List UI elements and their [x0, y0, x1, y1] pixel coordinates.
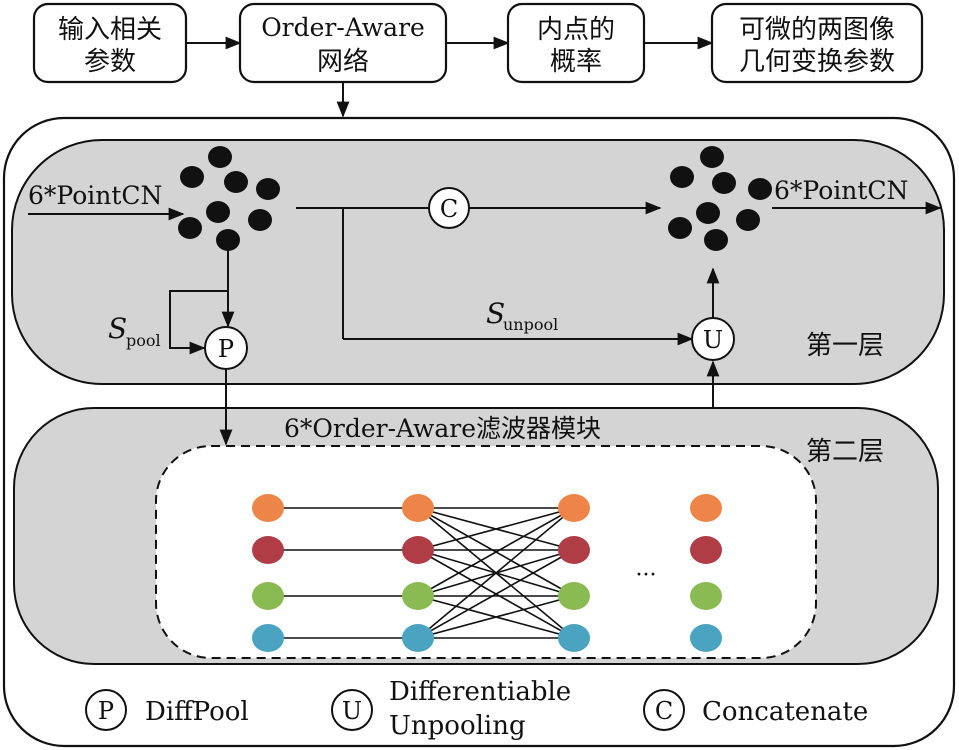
inlier-prob-line2: 概率: [550, 47, 602, 77]
filter-cross-link: [417, 549, 575, 639]
filter-node: [252, 624, 284, 652]
layer1-panel: 6*PointCN C: [11, 139, 945, 385]
concat-node-symbol: C: [440, 195, 458, 223]
s-pool-label: S: [108, 312, 127, 345]
filter-node: [558, 494, 590, 522]
cluster-point: [704, 229, 728, 251]
left-point-cluster: [178, 146, 280, 251]
filter-node: [690, 536, 722, 564]
right-point-cluster: [668, 146, 772, 251]
filter-node: [402, 624, 434, 652]
output-params-box: [710, 2, 924, 84]
cluster-point: [696, 202, 720, 224]
output-params-line2: 几何变换参数: [739, 47, 895, 77]
filter-node: [402, 494, 434, 522]
input-params-line1: 输入相关: [58, 15, 162, 45]
layer1-label: 第一层: [806, 331, 884, 361]
legend-unpool-label-line2: Unpooling: [389, 711, 526, 741]
filter-cross-link: [417, 507, 575, 551]
filter-cross-link: [417, 507, 575, 639]
cluster-point: [700, 146, 724, 168]
filter-node: [252, 494, 284, 522]
legend-concat-symbol: C: [655, 697, 673, 725]
layer2-panel: 6*Order-Aware滤波器模块 第二层 ···: [13, 407, 939, 665]
cluster-point: [180, 166, 204, 188]
s-unpool-subscript: unpool: [503, 315, 558, 334]
filter-node: [690, 624, 722, 652]
cluster-point: [208, 146, 232, 168]
s-pool-subscript: pool: [126, 331, 161, 350]
filter-node: [402, 582, 434, 610]
network-line2: 网络: [317, 47, 369, 77]
top-flow: 输入相关 参数 Order-Aware 网络 内点的 概率 可微的两图像 几何变…: [32, 2, 924, 118]
cluster-point: [712, 172, 736, 194]
s-pool-loop: [169, 290, 228, 355]
filter-node: [690, 494, 722, 522]
legend-concat-label: Concatenate: [702, 697, 868, 727]
layer2-label: 第二层: [806, 437, 884, 467]
cluster-point: [178, 217, 202, 239]
legend-unpool-symbol: U: [342, 697, 362, 725]
filter-cross-link: [417, 507, 575, 597]
filter-node: [690, 582, 722, 610]
filter-node: [558, 582, 590, 610]
filter-module-title: 6*Order-Aware滤波器模块: [284, 414, 601, 443]
legend-unpool-symbol-circle: [331, 689, 373, 731]
cluster-point: [668, 217, 692, 239]
filter-node: [558, 624, 590, 652]
cluster-point: [206, 201, 230, 223]
filter-cross-link: [417, 595, 575, 639]
network-line1: Order-Aware: [261, 13, 425, 42]
cluster-point: [736, 209, 760, 231]
filter-node: [558, 536, 590, 564]
filter-node: [402, 536, 434, 564]
layer1-input-label: 6*PointCN: [28, 181, 162, 210]
cluster-point: [216, 229, 240, 251]
output-params-line1: 可微的两图像: [739, 15, 895, 45]
cluster-point: [670, 166, 694, 188]
layer1-output-label: 6*PointCN: [774, 176, 908, 205]
cluster-point: [748, 178, 772, 200]
filter-node: [252, 536, 284, 564]
legend-concat-symbol-circle: [643, 689, 685, 731]
ellipsis: ···: [636, 563, 657, 588]
cluster-point: [256, 178, 280, 200]
filter-node: [252, 582, 284, 610]
input-params-line2: 参数: [84, 47, 136, 77]
legend: P DiffPool U Differentiable Unpooling C …: [85, 677, 868, 741]
legend-pool-label: DiffPool: [145, 697, 249, 727]
s-unpool-label: S: [486, 297, 505, 330]
unpool-node-symbol: U: [703, 326, 723, 354]
filter-graph: [252, 494, 722, 652]
filter-module-box: [155, 445, 817, 659]
legend-pool-symbol-circle: [85, 689, 127, 731]
cluster-point: [224, 171, 248, 193]
inlier-prob-line1: 内点的: [537, 15, 615, 45]
legend-pool-symbol: P: [98, 697, 114, 725]
legend-unpool-label-line1: Differentiable: [389, 677, 571, 707]
pool-node-symbol: P: [218, 335, 234, 363]
cluster-point: [248, 209, 272, 231]
